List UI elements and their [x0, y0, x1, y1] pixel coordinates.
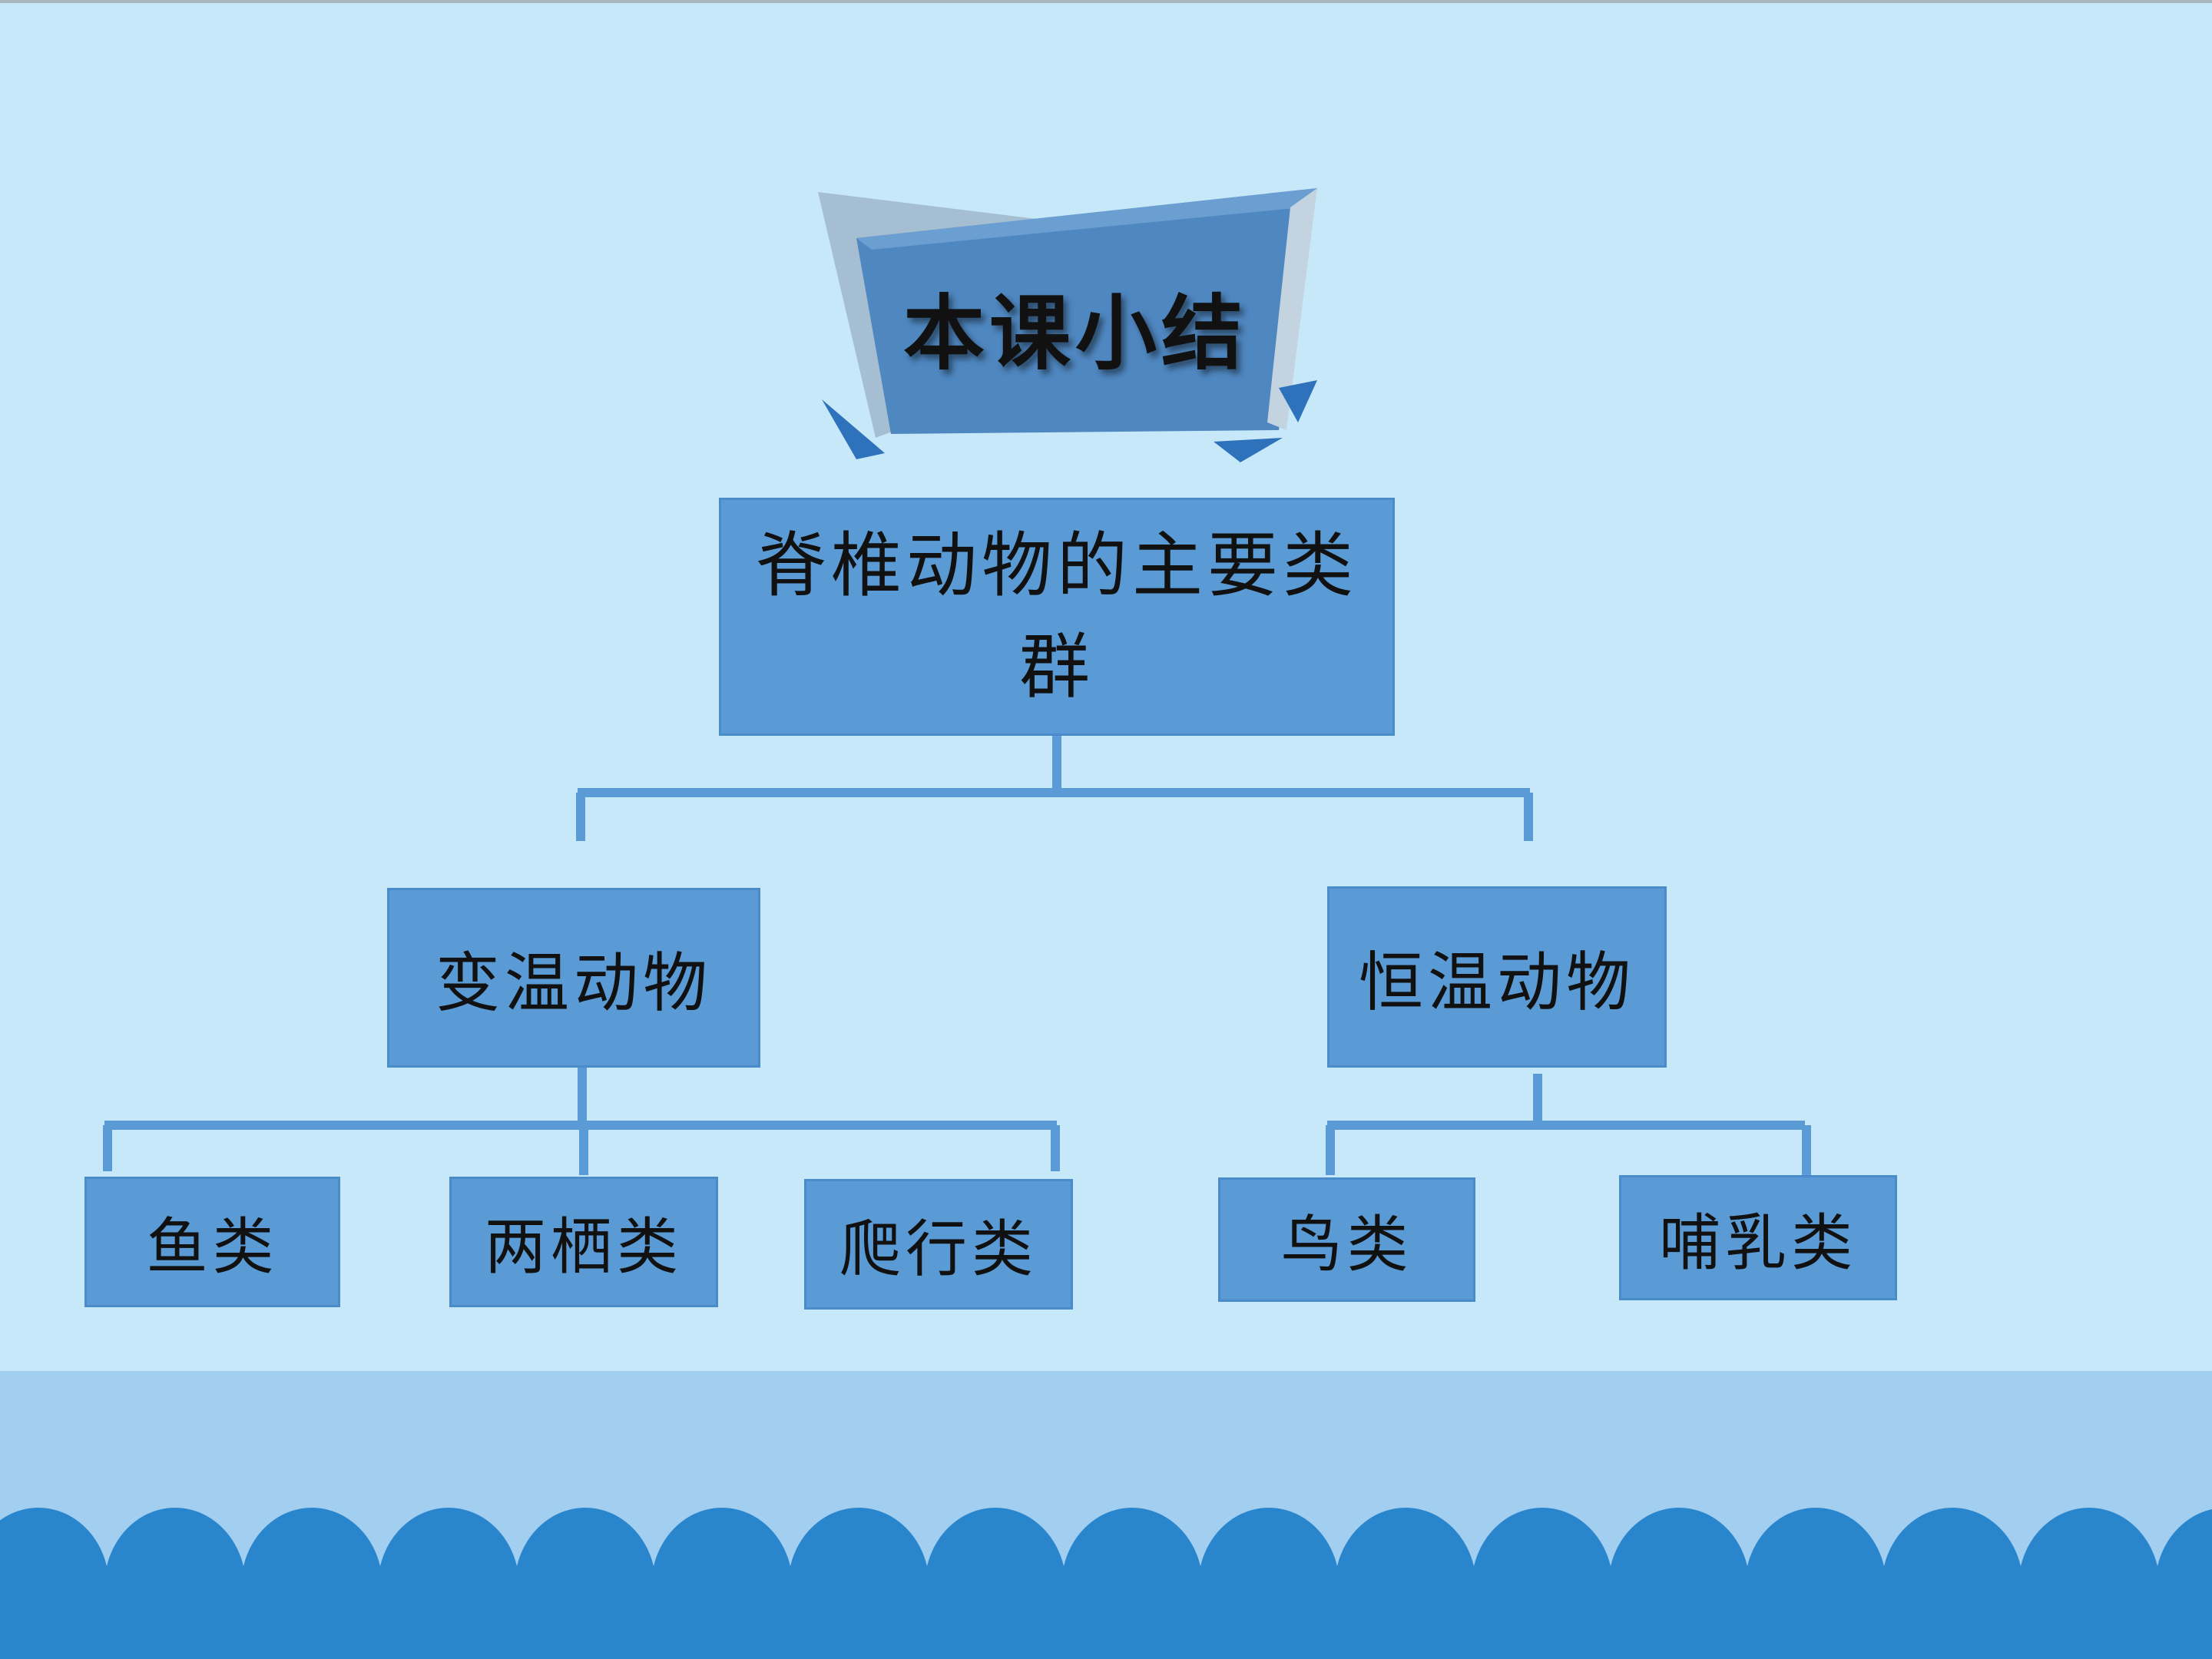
group-node-label: 变温动物 [435, 945, 712, 1021]
slide-title: 本课小结 [903, 285, 1247, 381]
leaf-node-mammals: 哺乳类 [1619, 1175, 1897, 1300]
wave-scallop [1130, 1581, 1271, 1659]
leaf-node-birds: 鸟类 [1218, 1177, 1475, 1302]
wave-scallop [1267, 1581, 1408, 1659]
wave-scallop [310, 1581, 451, 1659]
group-node-label: 恒温动物 [1358, 944, 1635, 1020]
leaf-node-fish: 鱼类 [84, 1177, 340, 1307]
wave-scallop [1950, 1581, 2091, 1659]
top-border [0, 0, 2212, 3]
wave-scallop [36, 1581, 177, 1659]
wave-scallop [446, 1581, 588, 1659]
wave-decoration [0, 1508, 2212, 1659]
title-banner [818, 188, 1317, 462]
wave-scallop [720, 1581, 861, 1659]
wave-scallop [2087, 1581, 2212, 1659]
wave-scallop [856, 1581, 998, 1659]
root-node: 脊椎动物的主要类群 [719, 498, 1395, 736]
wave-scallop [173, 1581, 314, 1659]
wave-scallop [1403, 1581, 1545, 1659]
leaf-node-reptiles: 爬行类 [804, 1179, 1073, 1310]
group-node-ectotherm: 变温动物 [387, 888, 760, 1068]
wave-scallop [1813, 1581, 1955, 1659]
leaf-node-label: 哺乳类 [1659, 1207, 1857, 1279]
wave-scallop [0, 1588, 41, 1659]
wave-scallop [993, 1581, 1134, 1659]
leaf-node-amphibians: 两栖类 [449, 1177, 718, 1307]
wave-scallop [1540, 1581, 1681, 1659]
group-node-endotherm: 恒温动物 [1327, 886, 1667, 1068]
leaf-node-label: 鸟类 [1280, 1209, 1413, 1280]
wave-scallop [1677, 1581, 1818, 1659]
leaf-node-label: 鱼类 [146, 1211, 279, 1283]
wave-scallop [583, 1581, 724, 1659]
leaf-node-label: 两栖类 [485, 1211, 683, 1283]
leaf-node-label: 爬行类 [839, 1214, 1038, 1285]
root-node-label: 脊椎动物的主要类群 [755, 525, 1358, 708]
